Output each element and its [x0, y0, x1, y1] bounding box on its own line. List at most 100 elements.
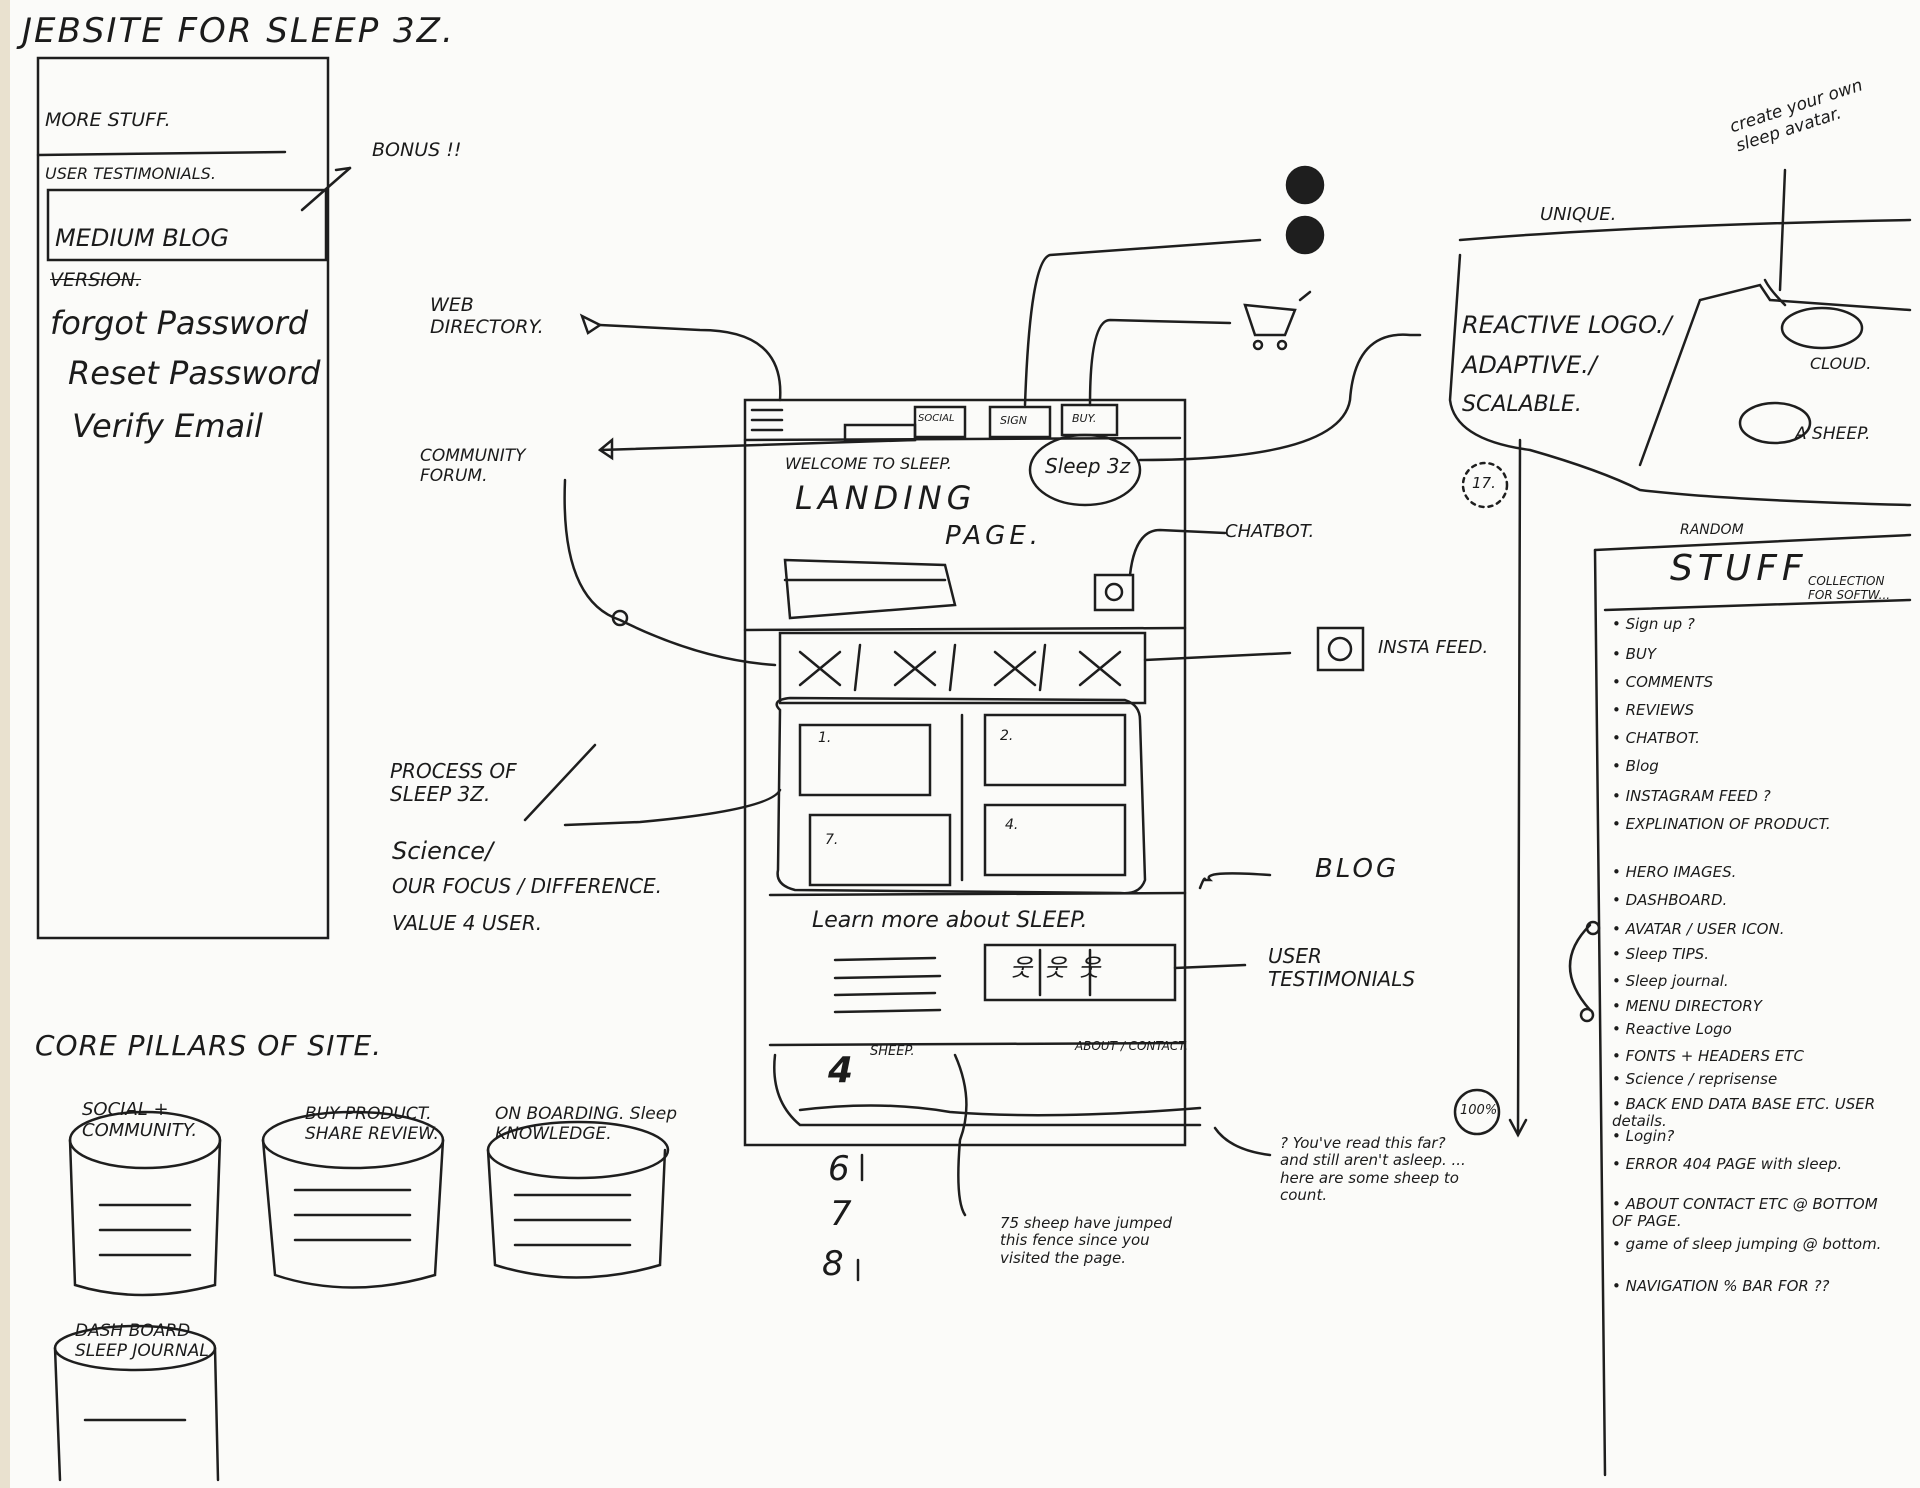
- footnote-arrow: [1213, 1126, 1272, 1157]
- welcome-text: WELCOME TO SLEEP.: [785, 454, 952, 473]
- insta-feed-strip: [778, 631, 1147, 705]
- random-stuff-item: • NAVIGATION % BAR FOR ??: [1612, 1277, 1830, 1295]
- account-arrow: [1023, 238, 1262, 407]
- badge-17-circle: [1461, 461, 1509, 509]
- random-stuff-item: • REVIEWS: [1612, 701, 1695, 719]
- nav-sign: SIGN: [1000, 414, 1027, 427]
- user-testimonials-label: USER TESTIMONIALS: [1268, 944, 1416, 991]
- badge-100: 100%: [1460, 1103, 1498, 1118]
- random-stuff-item: • CHATBOT.: [1612, 729, 1700, 747]
- left-item: Reset Password: [68, 354, 321, 392]
- testimonials-arrow: [1173, 963, 1247, 970]
- random-stuff-item: • Sleep TIPS.: [1612, 945, 1709, 963]
- bonus-box: [46, 188, 328, 262]
- pillar-label: SOCIAL + COMMUNITY.: [82, 1099, 198, 1141]
- random-stuff-item: • ABOUT CONTACT ETC @ BOTTOM OF PAGE.: [1612, 1195, 1878, 1231]
- random-stuff-item: • Science / reprisense: [1612, 1070, 1778, 1088]
- random-stuff-item: • EXPLINATION OF PRODUCT.: [1612, 815, 1831, 833]
- more-stuff-header: MORE STUFF.: [45, 109, 171, 131]
- badge-100-circle: [1453, 1088, 1501, 1136]
- cloud-label: CLOUD.: [1810, 354, 1872, 373]
- random-stuff-item: • Sleep journal.: [1612, 972, 1729, 990]
- reactive-label: REACTIVE LOGO./: [1462, 311, 1672, 339]
- random-stuff-item: • AVATAR / USER ICON.: [1612, 920, 1785, 938]
- left-item: VERSION.: [50, 269, 142, 291]
- random-stuff-item: • INSTAGRAM FEED ?: [1612, 787, 1771, 805]
- insta-icon: [1316, 626, 1365, 672]
- random-stuff-item: • Sign up ?: [1612, 615, 1695, 633]
- random-label: RANDOM: [1680, 522, 1744, 538]
- random-stuff-item: • COMMENTS: [1612, 673, 1714, 691]
- pillar-label: BUY PRODUCT. SHARE REVIEW.: [305, 1104, 439, 1144]
- random-stuff-item: • MENU DIRECTORY: [1612, 997, 1762, 1015]
- reactive-label: SCALABLE.: [1462, 392, 1582, 417]
- reactive-label: ADAPTIVE./: [1462, 351, 1597, 379]
- random-stuff-item: • game of sleep jumping @ bottom.: [1612, 1235, 1882, 1253]
- more-stuff-box: [36, 56, 330, 940]
- count-8: 8: [822, 1244, 844, 1284]
- pillar-label: ON BOARDING. Sleep KNOWLEDGE.: [495, 1104, 678, 1144]
- forum-link-arrow: [563, 478, 777, 667]
- unique-arrow: [1138, 333, 1422, 462]
- footnote-read: ? You've read this far? and still aren't…: [1280, 1134, 1466, 1204]
- sheep-count-arrow: [953, 1053, 968, 1217]
- page-text: PAGE.: [945, 521, 1043, 551]
- random-stuff-item: • ERROR 404 PAGE with sleep.: [1612, 1155, 1843, 1173]
- count-7: 7: [830, 1194, 852, 1234]
- random-stuff-item: • Login?: [1612, 1127, 1675, 1145]
- bonus-arrow: [300, 166, 352, 212]
- chatbot-label: CHATBOT.: [1225, 521, 1315, 542]
- left-item: Verify Email: [72, 407, 263, 445]
- landing-text: LANDING: [795, 479, 977, 517]
- random-stuff-item: • BUY: [1612, 645, 1657, 663]
- insta-feed-label: INSTA FEED.: [1378, 637, 1489, 658]
- badge-17: 17.: [1472, 474, 1496, 492]
- footnote-75: 75 sheep have jumped this fence since yo…: [1000, 1214, 1173, 1267]
- footer-links: ABOUT / CONTACT.: [1075, 1039, 1189, 1053]
- process-arrow: [563, 788, 782, 827]
- web-dir-arrow: [598, 323, 782, 402]
- bonus-label: BONUS !!: [372, 139, 462, 161]
- pillar-label: DASH BOARD SLEEP JOURNAL.: [75, 1321, 215, 1361]
- community-forum-label: COMMUNITY FORUM.: [420, 446, 526, 486]
- learn-more-text: Learn more about SLEEP.: [812, 908, 1088, 933]
- sheep-icon: [1738, 401, 1812, 445]
- stuff-title: STUFF: [1670, 548, 1808, 589]
- core-pillars-title: CORE PILLARS OF SITE.: [35, 1029, 383, 1062]
- footer-count: 4: [828, 1050, 854, 1091]
- process-label: OUR FOCUS / DIFFERENCE.: [392, 874, 663, 898]
- random-stuff-item: • HERO IMAGES.: [1612, 863, 1737, 881]
- card-label: 2.: [1000, 728, 1014, 744]
- cart-arrow: [1088, 318, 1232, 407]
- nav-buy: BUY.: [1072, 412, 1097, 425]
- logo-ellipse: [1028, 433, 1142, 507]
- random-stuff-item: • Blog: [1612, 757, 1659, 775]
- wireframe-logo: Sleep 3z: [1045, 454, 1131, 478]
- blog-label: BLOG: [1315, 854, 1400, 884]
- card-label: 4.: [1005, 817, 1019, 833]
- sheep-label: A SHEEP.: [1795, 424, 1871, 444]
- blog-arrow: [1198, 872, 1272, 890]
- testimonial-avatars: 웃웃웃: [1010, 954, 1113, 982]
- process-label: PROCESS OF SLEEP 3Z.: [390, 759, 517, 806]
- process-label: Science/: [392, 837, 494, 865]
- card-label: 1.: [818, 730, 832, 746]
- random-stuff-item: • FONTS + HEADERS ETC: [1612, 1047, 1804, 1065]
- web-directory-label: WEB DIRECTORY.: [430, 294, 544, 338]
- cart-icon: [1243, 303, 1297, 337]
- chatbot-arrow: [1128, 528, 1227, 577]
- left-item: USER TESTIMONIALS.: [45, 164, 216, 183]
- random-stuff-item: • BACK END DATA BASE ETC. USER details.: [1612, 1095, 1876, 1131]
- insta-arrow: [1143, 651, 1292, 662]
- nav-social: SOCIAL: [918, 413, 955, 424]
- random-stuff-item: • Reactive Logo: [1612, 1020, 1732, 1038]
- count-6: 6: [828, 1149, 850, 1189]
- card-label: 7.: [825, 832, 839, 848]
- collection-label: COLLECTION FOR SOFTW...: [1808, 574, 1891, 602]
- footer-sheep-label: SHEEP.: [870, 1044, 915, 1059]
- testimonials-box: [983, 943, 1177, 1002]
- community-arrow: [598, 438, 917, 452]
- unique-label: UNIQUE.: [1540, 204, 1617, 225]
- chatbot-icon: [1093, 573, 1135, 612]
